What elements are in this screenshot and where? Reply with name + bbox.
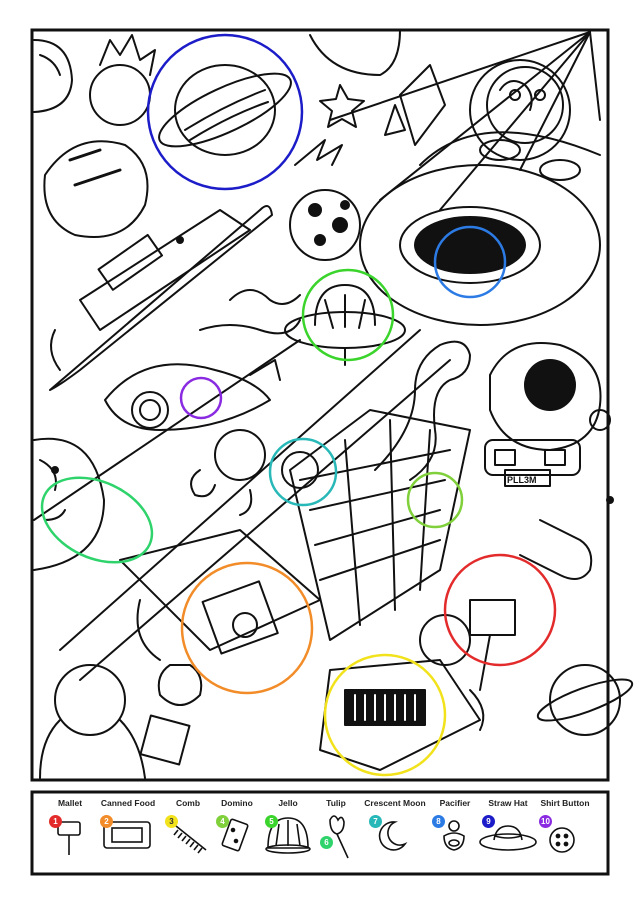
key-badge-1: 1	[49, 815, 62, 828]
key-badge-10: 10	[539, 815, 552, 828]
marker-straw-hat	[146, 33, 304, 191]
planet-bottom-right	[549, 664, 621, 736]
squiggle	[199, 319, 301, 335]
ship-panel-text: PLL3M	[507, 475, 537, 485]
planet-top-left	[33, 39, 73, 113]
found-markers	[40, 33, 557, 777]
robot	[489, 342, 602, 451]
planet-top-middle	[309, 29, 401, 76]
key-badge-5: 5	[265, 815, 278, 828]
marker-mallet	[443, 553, 557, 667]
jello-icon	[265, 817, 311, 854]
satellite-panel	[289, 409, 471, 641]
planet-left	[33, 437, 105, 571]
domino-icon	[221, 818, 249, 852]
marker-domino	[406, 471, 464, 529]
key-label-straw-hat: Straw Hat	[488, 798, 528, 808]
astronaut-helmet-top	[43, 140, 149, 238]
key-badge-3: 3	[165, 815, 178, 828]
marker-comb	[323, 653, 447, 777]
straw-hat-icon	[479, 825, 537, 851]
pacifier-icon	[443, 820, 465, 851]
key-badge-9: 9	[482, 815, 495, 828]
crescent-moon-icon	[378, 821, 408, 851]
key-box	[30, 790, 610, 876]
key-label-tulip: Tulip	[326, 798, 346, 808]
rocket-top	[399, 64, 446, 146]
planet-top-right	[469, 59, 571, 161]
moon	[289, 189, 361, 261]
star	[319, 84, 365, 128]
marker-shirt-button	[179, 376, 223, 420]
mallet-icon	[57, 821, 81, 855]
key-badge-2: 2	[100, 815, 113, 828]
space-shuttle	[49, 205, 273, 391]
shirt-button-icon	[549, 827, 575, 853]
marker-pacifier	[433, 225, 507, 299]
pipe-structure	[119, 529, 321, 706]
canned-food-icon	[103, 821, 151, 849]
comb-machine	[319, 659, 481, 771]
key-label-canned-food: Canned Food	[100, 798, 156, 808]
key-label-jello: Jello	[278, 798, 298, 808]
key-label-domino: Domino	[221, 798, 253, 808]
line-art	[33, 29, 634, 779]
key-label-mallet: Mallet	[57, 798, 83, 808]
key-icons	[57, 815, 575, 859]
astronaut-bottom-left	[54, 664, 126, 736]
marker-jello	[301, 268, 395, 362]
key-badge-4: 4	[216, 815, 229, 828]
key-badge-7: 7	[369, 815, 382, 828]
ringed-planet	[174, 64, 276, 156]
marker-canned-food	[180, 561, 314, 695]
tube	[374, 340, 471, 481]
key-label-comb: Comb	[175, 798, 201, 808]
ufo-large	[359, 164, 601, 326]
marker-tulip	[40, 476, 154, 564]
key-label-shirt-button: Shirt Button	[540, 798, 590, 808]
key-label-pacifier: Pacifier	[439, 798, 471, 808]
key-badge-6: 6	[320, 836, 333, 849]
key-badge-8: 8	[432, 815, 445, 828]
wrench	[519, 519, 593, 580]
key-label-crescent-moon: Crescent Moon	[364, 798, 426, 808]
comb-icon	[173, 825, 207, 854]
rocket-middle	[104, 363, 271, 431]
marker-crescent-moon	[268, 437, 338, 507]
tulip-icon	[329, 815, 349, 859]
astronaut-middle	[214, 429, 266, 481]
